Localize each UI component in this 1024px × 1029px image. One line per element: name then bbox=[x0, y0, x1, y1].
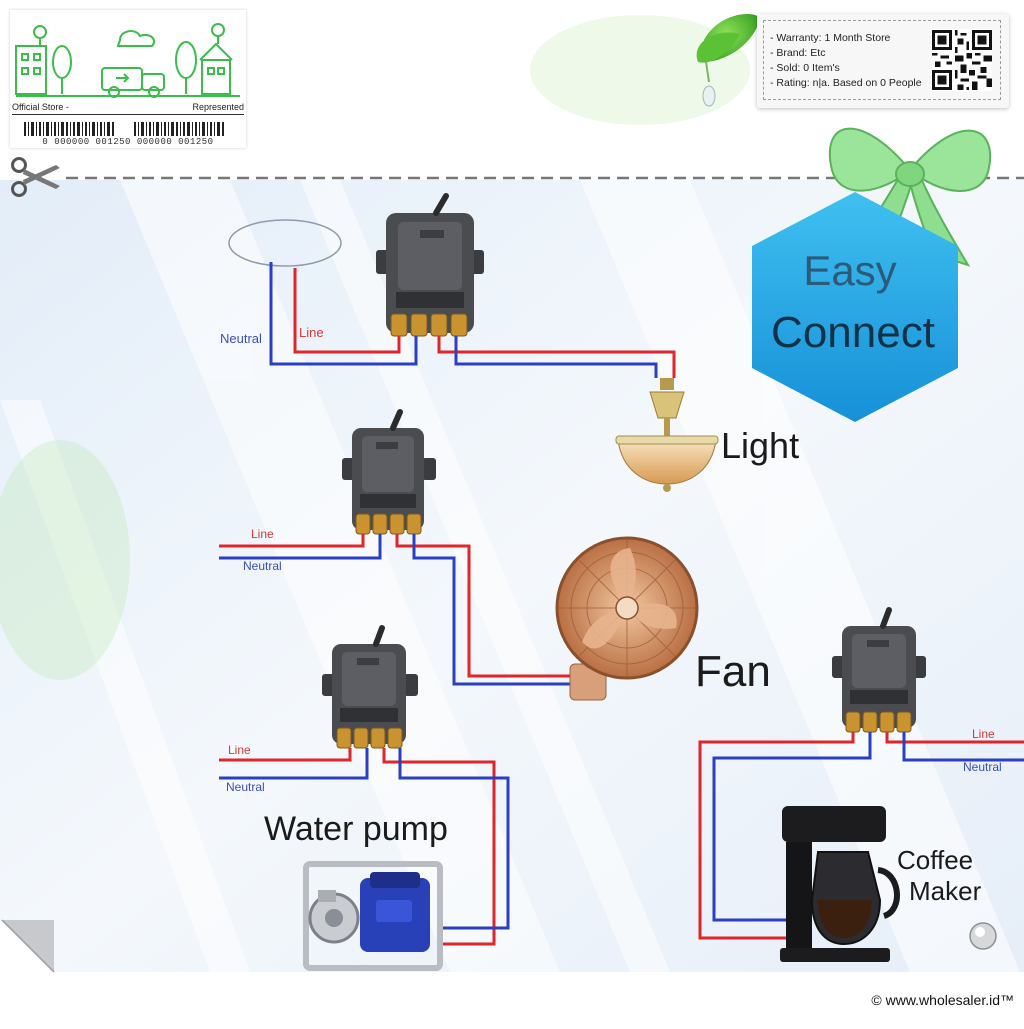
product-info-border: - Warranty: 1 Month Store - Brand: Etc -… bbox=[763, 20, 1001, 100]
wires-switch-4 bbox=[698, 732, 1024, 940]
relay-switch-3 bbox=[322, 625, 418, 749]
represented-label: Represented bbox=[192, 102, 244, 112]
official-store-label: Official Store - bbox=[12, 102, 69, 112]
label-coffee-line-2: Maker bbox=[909, 876, 982, 906]
scissors-icon bbox=[11, 157, 60, 197]
wires-switch-1 bbox=[269, 262, 676, 378]
label-light: Light bbox=[721, 425, 799, 466]
wire-label-line-3: Line bbox=[228, 743, 251, 757]
rating-text: - Rating: n|a. Based on 0 People bbox=[770, 77, 922, 89]
water-pump-icon bbox=[303, 861, 443, 971]
store-labels: Official Store - Represented bbox=[12, 102, 244, 115]
city-illustration-icon bbox=[15, 23, 240, 98]
warranty-text: - Warranty: 1 Month Store bbox=[770, 32, 891, 44]
wire-label-line-1: Line bbox=[299, 325, 324, 340]
ceiling-light-icon bbox=[615, 378, 719, 492]
wire-label-neutral-1: Neutral bbox=[220, 331, 262, 346]
green-glow bbox=[0, 15, 750, 680]
product-info-lines: - Warranty: 1 Month Store - Brand: Etc -… bbox=[770, 31, 922, 91]
badge-line-1: Easy bbox=[803, 247, 896, 294]
easy-connect-badge: Easy Connect bbox=[752, 192, 958, 422]
badge-line-2: Connect bbox=[771, 308, 935, 357]
power-source bbox=[228, 219, 342, 267]
label-fan: Fan bbox=[695, 647, 771, 696]
product-info-card: - Warranty: 1 Month Store - Brand: Etc -… bbox=[757, 14, 1009, 108]
page-curl-icon bbox=[0, 919, 55, 973]
store-card: Official Store - Represented 0 000000 00… bbox=[10, 10, 246, 148]
barcode-icon bbox=[24, 122, 224, 136]
wall-fan-icon bbox=[555, 536, 699, 701]
sold-text: - Sold: 0 Item's bbox=[770, 62, 840, 74]
wire-label-line-4: Line bbox=[972, 727, 995, 741]
label-coffee-line-1: Coffee bbox=[897, 845, 973, 875]
relay-switch-2 bbox=[342, 409, 436, 535]
brand-text: - Brand: Etc bbox=[770, 47, 826, 59]
wires-switch-2 bbox=[219, 534, 576, 686]
barcode-number: 0 000000 001250 000000 001250 bbox=[42, 137, 214, 147]
wire-label-neutral-2: Neutral bbox=[243, 559, 282, 573]
wires-switch-3 bbox=[219, 748, 510, 946]
wire-label-line-2: Line bbox=[251, 527, 274, 541]
relay-switch-1 bbox=[228, 193, 484, 337]
label-water-pump: Water pump bbox=[264, 810, 448, 848]
leaf-icon bbox=[696, 14, 760, 107]
relay-switch-4 bbox=[832, 607, 926, 733]
pin-icon bbox=[969, 922, 997, 950]
light-streaks bbox=[0, 180, 1020, 972]
wire-label-neutral-4: Neutral bbox=[963, 760, 1002, 774]
qr-code-icon bbox=[932, 29, 992, 91]
copyright-text: © www.wholesaler.id™ bbox=[871, 992, 1014, 1008]
wire-label-neutral-3: Neutral bbox=[226, 780, 265, 794]
coffee-maker-icon bbox=[780, 806, 900, 962]
